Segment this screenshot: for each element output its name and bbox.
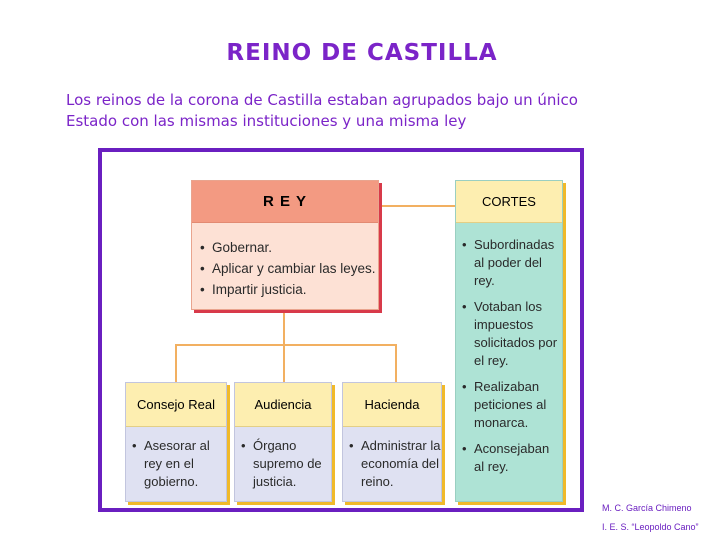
list-item: Subordinadas al poder del rey.: [462, 236, 560, 290]
list-item: Gobernar.: [200, 237, 378, 258]
audiencia-functions: Órgano supremo de justicia.: [241, 437, 329, 491]
list-item: Aconsejaban al rey.: [462, 440, 560, 476]
credit-author: M. C. García Chimeno: [602, 503, 692, 513]
connector-hacienda: [395, 344, 397, 382]
list-item: Realizaban peticiones al monarca.: [462, 378, 560, 432]
hacienda-header: Hacienda: [343, 383, 441, 427]
cortes-header: CORTES: [456, 181, 562, 223]
consejo-real-functions: Asesorar al rey en el gobierno.: [132, 437, 226, 491]
connector-rey-down: [283, 310, 285, 344]
intro-text: Los reinos de la corona de Castilla esta…: [66, 91, 578, 130]
consejo-real-box: Consejo Real Asesorar al rey en el gobie…: [125, 382, 227, 502]
rey-box: R E Y Gobernar. Aplicar y cambiar las le…: [191, 180, 379, 310]
list-item: Administrar la economía del reino.: [349, 437, 441, 491]
cortes-functions: Subordinadas al poder del rey. Votaban l…: [462, 236, 560, 476]
diagram-frame: [98, 148, 584, 512]
connector-rey-cortes: [380, 205, 458, 207]
list-item: Órgano supremo de justicia.: [241, 437, 329, 491]
rey-header: R E Y: [192, 181, 378, 223]
cortes-box: CORTES Subordinadas al poder del rey. Vo…: [455, 180, 563, 502]
list-item: Aplicar y cambiar las leyes.: [200, 258, 378, 279]
page-title: REINO DE CASTILLA: [226, 40, 498, 66]
list-item: Impartir justicia.: [200, 279, 378, 300]
audiencia-header: Audiencia: [235, 383, 331, 427]
consejo-real-header: Consejo Real: [126, 383, 226, 427]
audiencia-box: Audiencia Órgano supremo de justicia.: [234, 382, 332, 502]
connector-consejo: [175, 344, 177, 382]
rey-functions: Gobernar. Aplicar y cambiar las leyes. I…: [200, 237, 378, 300]
connector-audiencia: [283, 344, 285, 382]
hacienda-functions: Administrar la economía del reino.: [349, 437, 441, 491]
list-item: Votaban los impuestos solicitados por el…: [462, 298, 560, 370]
list-item: Asesorar al rey en el gobierno.: [132, 437, 226, 491]
credit-school: I. E. S. “Leopoldo Cano”: [602, 522, 699, 532]
hacienda-box: Hacienda Administrar la economía del rei…: [342, 382, 442, 502]
connector-horizontal: [175, 344, 397, 346]
